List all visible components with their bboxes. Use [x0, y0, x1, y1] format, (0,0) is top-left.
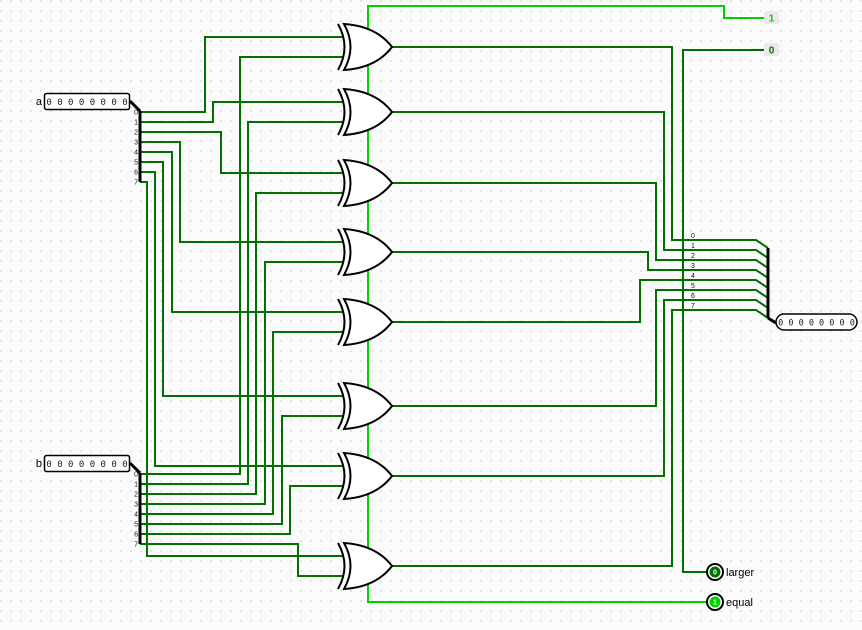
- combiner-leg-0: [688, 239, 769, 249]
- wire-a3[interactable]: [140, 141, 344, 243]
- input-a-box[interactable]: [43, 92, 131, 111]
- input-pin-a[interactable]: a 0 0 0 0 0 0 0 0: [36, 92, 131, 111]
- combiner-origin: [767, 316, 777, 325]
- constant-one-box: [764, 11, 779, 24]
- bit-label: 5: [134, 522, 138, 529]
- output-pin-result[interactable]: 0 0 0 0 0 0 0 0: [775, 313, 858, 331]
- wire-a6[interactable]: [140, 171, 344, 467]
- input-a-value[interactable]: 0 0 0 0 0 0 0 0: [46, 98, 127, 108]
- equal-value-fill: [709, 596, 721, 608]
- constant-zero-value: 0: [769, 46, 775, 57]
- bit-label: 4: [691, 273, 695, 280]
- input-pin-b[interactable]: b 0 0 0 0 0 0 0 0: [36, 454, 131, 473]
- output-box[interactable]: [775, 313, 858, 331]
- output-value: 0 0 0 0 0 0 0 0: [778, 319, 855, 329]
- wire-xor8-out[interactable]: [392, 309, 688, 567]
- wire-b0[interactable]: [140, 56, 344, 475]
- wire-b2[interactable]: [140, 192, 344, 495]
- wire-a5[interactable]: [140, 161, 344, 397]
- bit-label: 4: [134, 512, 138, 519]
- combiner-leg-6: [688, 299, 769, 309]
- splitter-b-origin: [128, 461, 142, 475]
- bit-label: 5: [134, 160, 138, 167]
- splitter-a[interactable]: 0 1 2 3 4 5 6 7: [128, 99, 142, 187]
- bit-label: 7: [134, 542, 138, 549]
- input-b-box[interactable]: [43, 454, 131, 473]
- bit-label: 2: [134, 492, 138, 499]
- larger-value: 0: [713, 570, 717, 577]
- input-b-label: b: [36, 458, 42, 470]
- wire-xor2-out[interactable]: [392, 111, 688, 251]
- wire-xor1-out[interactable]: [392, 46, 688, 241]
- bit-label: 3: [134, 502, 138, 509]
- wire-xor5-out[interactable]: [392, 279, 688, 323]
- wire-b3[interactable]: [140, 261, 344, 505]
- bit-label: 2: [691, 253, 695, 260]
- bit-label: 7: [691, 303, 695, 310]
- larger-value-fill: [709, 566, 721, 578]
- bit-label: 6: [691, 293, 695, 300]
- wire-a2[interactable]: [140, 131, 344, 174]
- wire-a4[interactable]: [140, 151, 344, 313]
- wire-a1[interactable]: [140, 101, 344, 123]
- constant-zero-box: [764, 43, 779, 56]
- wire-xor4-out[interactable]: [392, 251, 688, 271]
- combiner-leg-2: [688, 259, 769, 269]
- wire-b1[interactable]: [140, 121, 344, 485]
- bit-label: 3: [134, 140, 138, 147]
- equal-label: equal: [726, 597, 753, 609]
- bit-label: 1: [134, 120, 138, 127]
- bit-label: 1: [691, 243, 695, 250]
- combiner-output[interactable]: 0 1 2 3 4 5 6 7: [688, 233, 777, 325]
- bit-label: 5: [691, 283, 695, 290]
- constant-one-value: 1: [769, 14, 775, 25]
- combiner-leg-1: [688, 249, 769, 259]
- splitter-a-origin: [128, 99, 142, 113]
- wire-xor6-out[interactable]: [392, 289, 688, 407]
- wire-xor3-out[interactable]: [392, 182, 688, 261]
- input-a-label: a: [36, 96, 43, 108]
- combiner-leg-5: [688, 289, 769, 299]
- output-pin-equal[interactable]: 1 equal: [706, 593, 753, 611]
- wire-a7[interactable]: [140, 181, 344, 557]
- bit-label: 7: [134, 180, 138, 187]
- bit-label: 1: [134, 482, 138, 489]
- splitter-b[interactable]: 0 1 2 3 4 5 6 7: [128, 461, 142, 549]
- combiner-leg-7: [688, 309, 769, 319]
- output-pin-larger[interactable]: 0 larger: [706, 563, 754, 581]
- combiner-leg-3: [688, 269, 769, 279]
- wire-b6[interactable]: [140, 485, 344, 535]
- bit-label: 0: [134, 110, 138, 117]
- wire-one-to-equal[interactable]: [367, 5, 765, 603]
- bit-label: 6: [134, 170, 138, 177]
- bit-label: 2: [134, 130, 138, 137]
- combiner-leg-4: [688, 279, 769, 289]
- constant-one[interactable]: 1: [764, 11, 779, 25]
- wire-a0[interactable]: [140, 36, 344, 113]
- equal-value: 1: [713, 600, 717, 607]
- larger-label: larger: [726, 567, 754, 579]
- bit-label: 3: [691, 263, 695, 270]
- bit-label: 0: [134, 472, 138, 479]
- input-b-value[interactable]: 0 0 0 0 0 0 0 0: [46, 460, 127, 470]
- wire-b7[interactable]: [140, 543, 344, 577]
- wires: [140, 5, 765, 603]
- bit-label: 0: [691, 233, 695, 240]
- wire-xor7-out[interactable]: [392, 299, 688, 477]
- wire-b4[interactable]: [140, 331, 344, 515]
- bit-label: 6: [134, 532, 138, 539]
- wire-b5[interactable]: [140, 415, 344, 525]
- bit-label: 4: [134, 150, 138, 157]
- constant-zero[interactable]: 0: [764, 43, 779, 57]
